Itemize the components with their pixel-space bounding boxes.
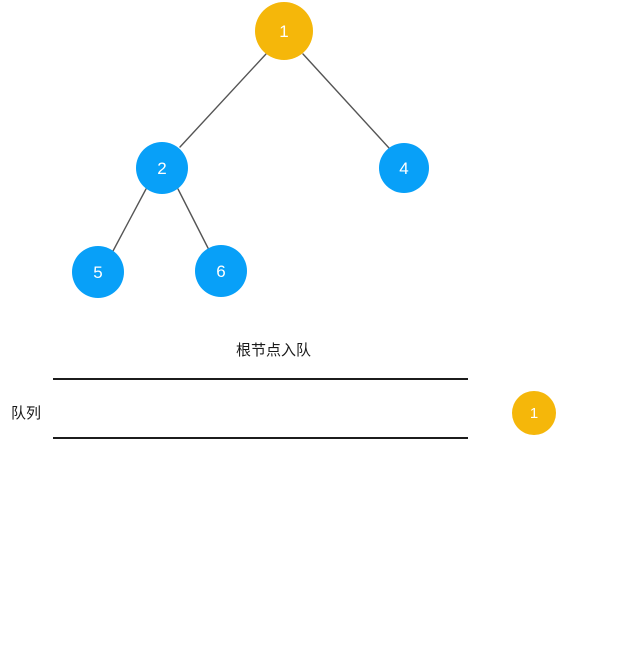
tree-edge-n1-n2 [179, 53, 267, 148]
tree-node-6[interactable]: 6 [195, 245, 247, 297]
tree-edge-n2-n6 [177, 188, 210, 251]
tree-node-1[interactable]: 1 [255, 2, 313, 60]
tree-edge-n1-n4 [302, 53, 390, 149]
tree-node-4[interactable]: 4 [379, 143, 429, 193]
tree-node-1-label: 1 [279, 21, 289, 41]
step-caption: 根节点入队 [236, 342, 312, 359]
queue-rail-bottom [53, 437, 468, 439]
queue-item-1[interactable]: 1 [512, 391, 556, 435]
tree-node-2-label: 2 [157, 158, 167, 178]
tree-node-5[interactable]: 5 [72, 246, 124, 298]
tree-node-2[interactable]: 2 [136, 142, 188, 194]
queue-label: 队列 [11, 405, 42, 422]
queue-item-1-label: 1 [529, 404, 539, 422]
tree-node-6-label: 6 [216, 261, 226, 281]
tree-edge-n2-n5 [112, 188, 147, 252]
tree-node-5-label: 5 [93, 262, 103, 282]
tree-edges-layer [112, 53, 390, 252]
queue-rail-top [53, 378, 468, 380]
tree-node-4-label: 4 [399, 158, 409, 178]
